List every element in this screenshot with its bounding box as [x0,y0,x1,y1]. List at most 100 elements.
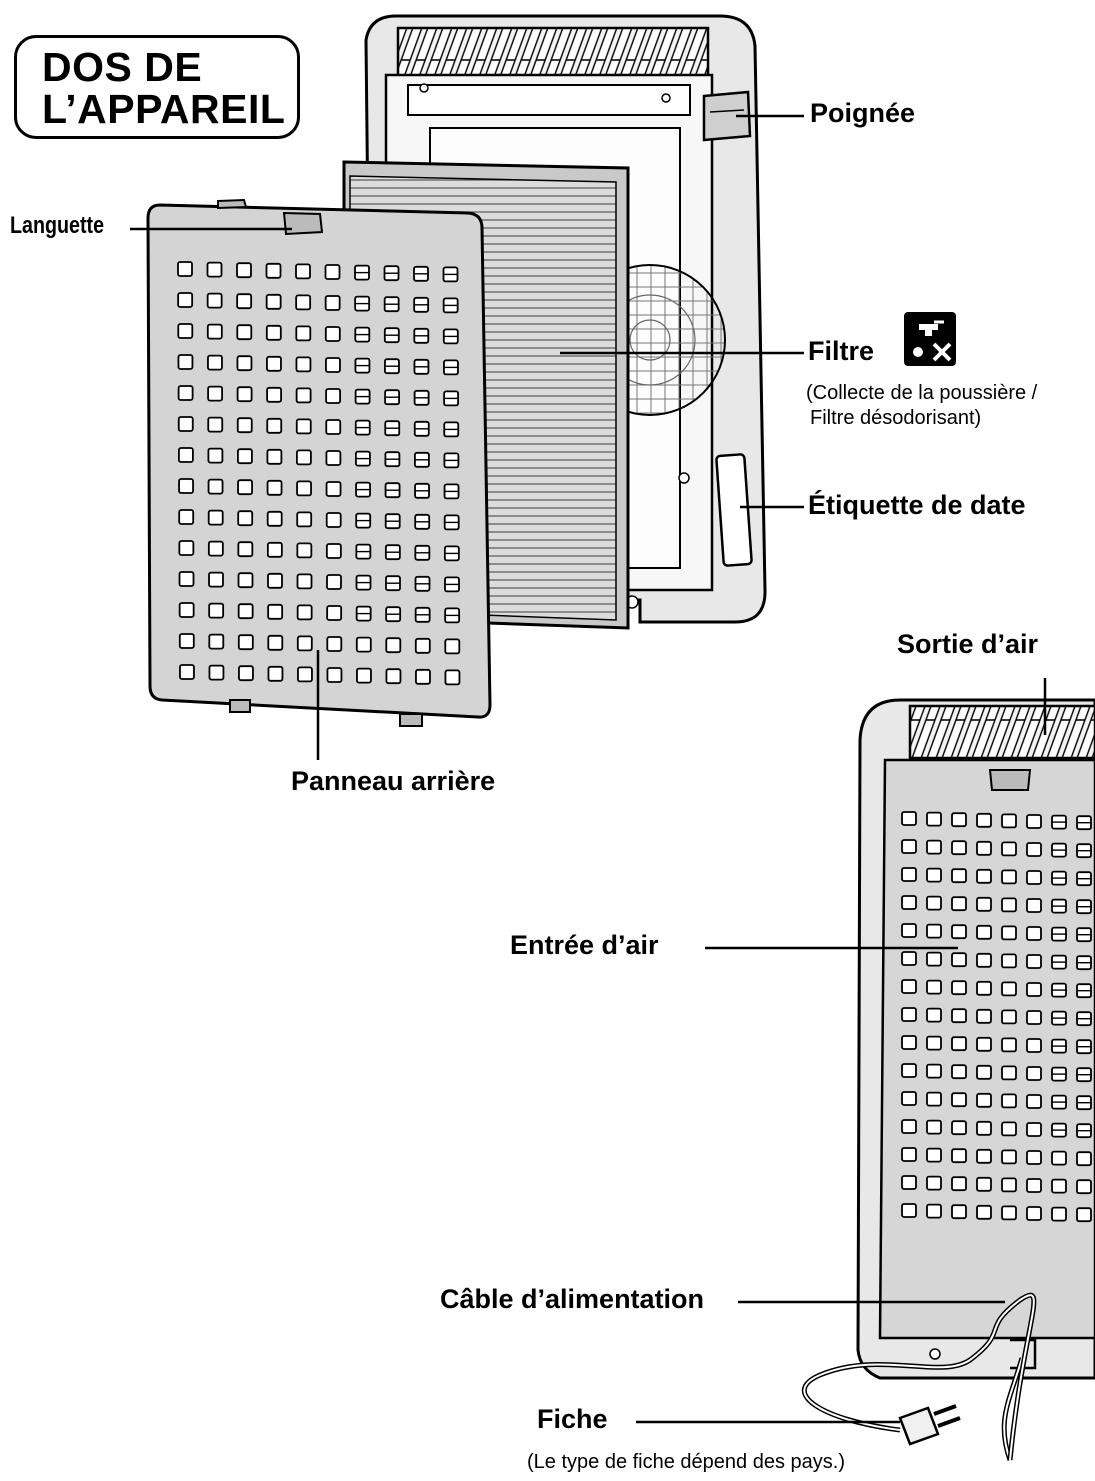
vent-hole [296,573,313,590]
vent-hole [1001,869,1017,885]
vent-hole [1051,1150,1067,1166]
vent-hole [325,481,342,497]
vent-hole [238,665,254,682]
vent-hole [1001,953,1017,969]
vent-hole [926,1063,942,1079]
vent-hole [901,839,917,854]
vent-hole [295,294,312,311]
vent-hole [326,574,342,590]
vent-hole [444,638,461,655]
vent-hole [177,385,194,401]
label-fiche: Fiche [537,1404,608,1434]
vent-hole [267,634,284,651]
vent-hole [926,839,942,855]
vent-hole [1001,1149,1017,1165]
vent-hole [1026,982,1042,997]
vent-hole [177,447,194,463]
vent-hole [296,480,312,497]
vent-hole [901,1203,917,1218]
vent-hole [177,323,194,339]
vent-hole [951,1204,967,1220]
vent-hole [976,1176,992,1192]
vent-hole [237,541,254,558]
vent-hole [901,1007,917,1022]
label-etiquette-date: Étiquette de date [808,490,1026,520]
unit-back-view [856,698,1095,1380]
vent-hole [207,385,224,402]
vent-hole [951,1036,967,1052]
vent-hole [951,840,967,856]
vent-hole [266,386,283,403]
vent-hole [267,665,284,682]
vent-hole [926,1203,942,1219]
vent-hole [208,602,225,619]
vent-hole [976,1036,992,1052]
vent-hole [1001,981,1017,997]
vent-hole [295,263,311,280]
label-entree-air: Entrée d’air [510,930,659,960]
vent-hole [385,637,402,654]
vent-hole [901,1147,917,1162]
label-fiche-note: (Le type de fiche dépend des pays.) [527,1451,845,1473]
vent-hole [178,478,194,494]
vent-hole [414,637,431,654]
vent-hole [1076,1179,1092,1195]
vent-hole [1051,1206,1067,1222]
vent-hole [206,323,223,340]
page-title: DOS DE L’APPAREIL [14,35,300,139]
vent-hole [296,542,313,559]
vent-hole [926,811,942,827]
vent-hole [177,354,194,370]
label-sortie-air: Sortie d’air [897,629,1039,659]
vent-hole [1026,1038,1042,1053]
vent-hole [178,540,195,556]
vent-hole [297,666,313,683]
vent-hole [1001,1065,1017,1081]
vent-hole [444,669,461,686]
vent-hole [266,355,282,372]
label-panneau-arriere: Panneau arrière [291,766,496,796]
vent-hole [1001,813,1017,829]
vent-hole [951,1148,967,1164]
vent-hole [926,951,942,967]
vent-hole [1001,1121,1017,1137]
vent-hole [207,478,224,495]
vent-hole [976,952,992,968]
vent-hole [1001,897,1017,913]
vent-hole [926,867,942,883]
vent-hole [951,952,967,968]
vent-hole [1001,1093,1017,1109]
vent-hole [236,262,252,279]
vent-hole [976,1008,992,1024]
vent-hole [951,1120,967,1136]
vent-hole [178,509,195,525]
vent-hole [295,418,312,435]
vent-hole [326,605,343,621]
vent-hole [1026,1122,1042,1137]
vent-hole [951,924,967,940]
vent-hole [951,896,967,912]
plug [898,1404,961,1446]
vent-hole [266,541,283,558]
vent-hole [325,388,342,404]
vent-hole [296,511,313,528]
vent-hole [1026,1094,1042,1109]
vent-hole [1001,1177,1017,1193]
vent-hole [1001,841,1017,857]
vent-hole [901,1175,917,1190]
vent-hole [1051,1178,1067,1194]
vent-hole [324,295,341,311]
vent-hole [266,417,283,434]
leader-lines [130,114,1047,1424]
water-tap-no-wash-icon [904,312,956,366]
vent-hole [265,262,282,279]
vent-hole [325,543,342,559]
vent-hole [266,479,283,496]
handle [702,90,752,142]
label-poignee: Poignée [810,98,916,128]
date-label [715,453,753,567]
vent-hole [976,812,992,828]
vent-hole [926,923,942,939]
vent-hole [265,324,282,341]
